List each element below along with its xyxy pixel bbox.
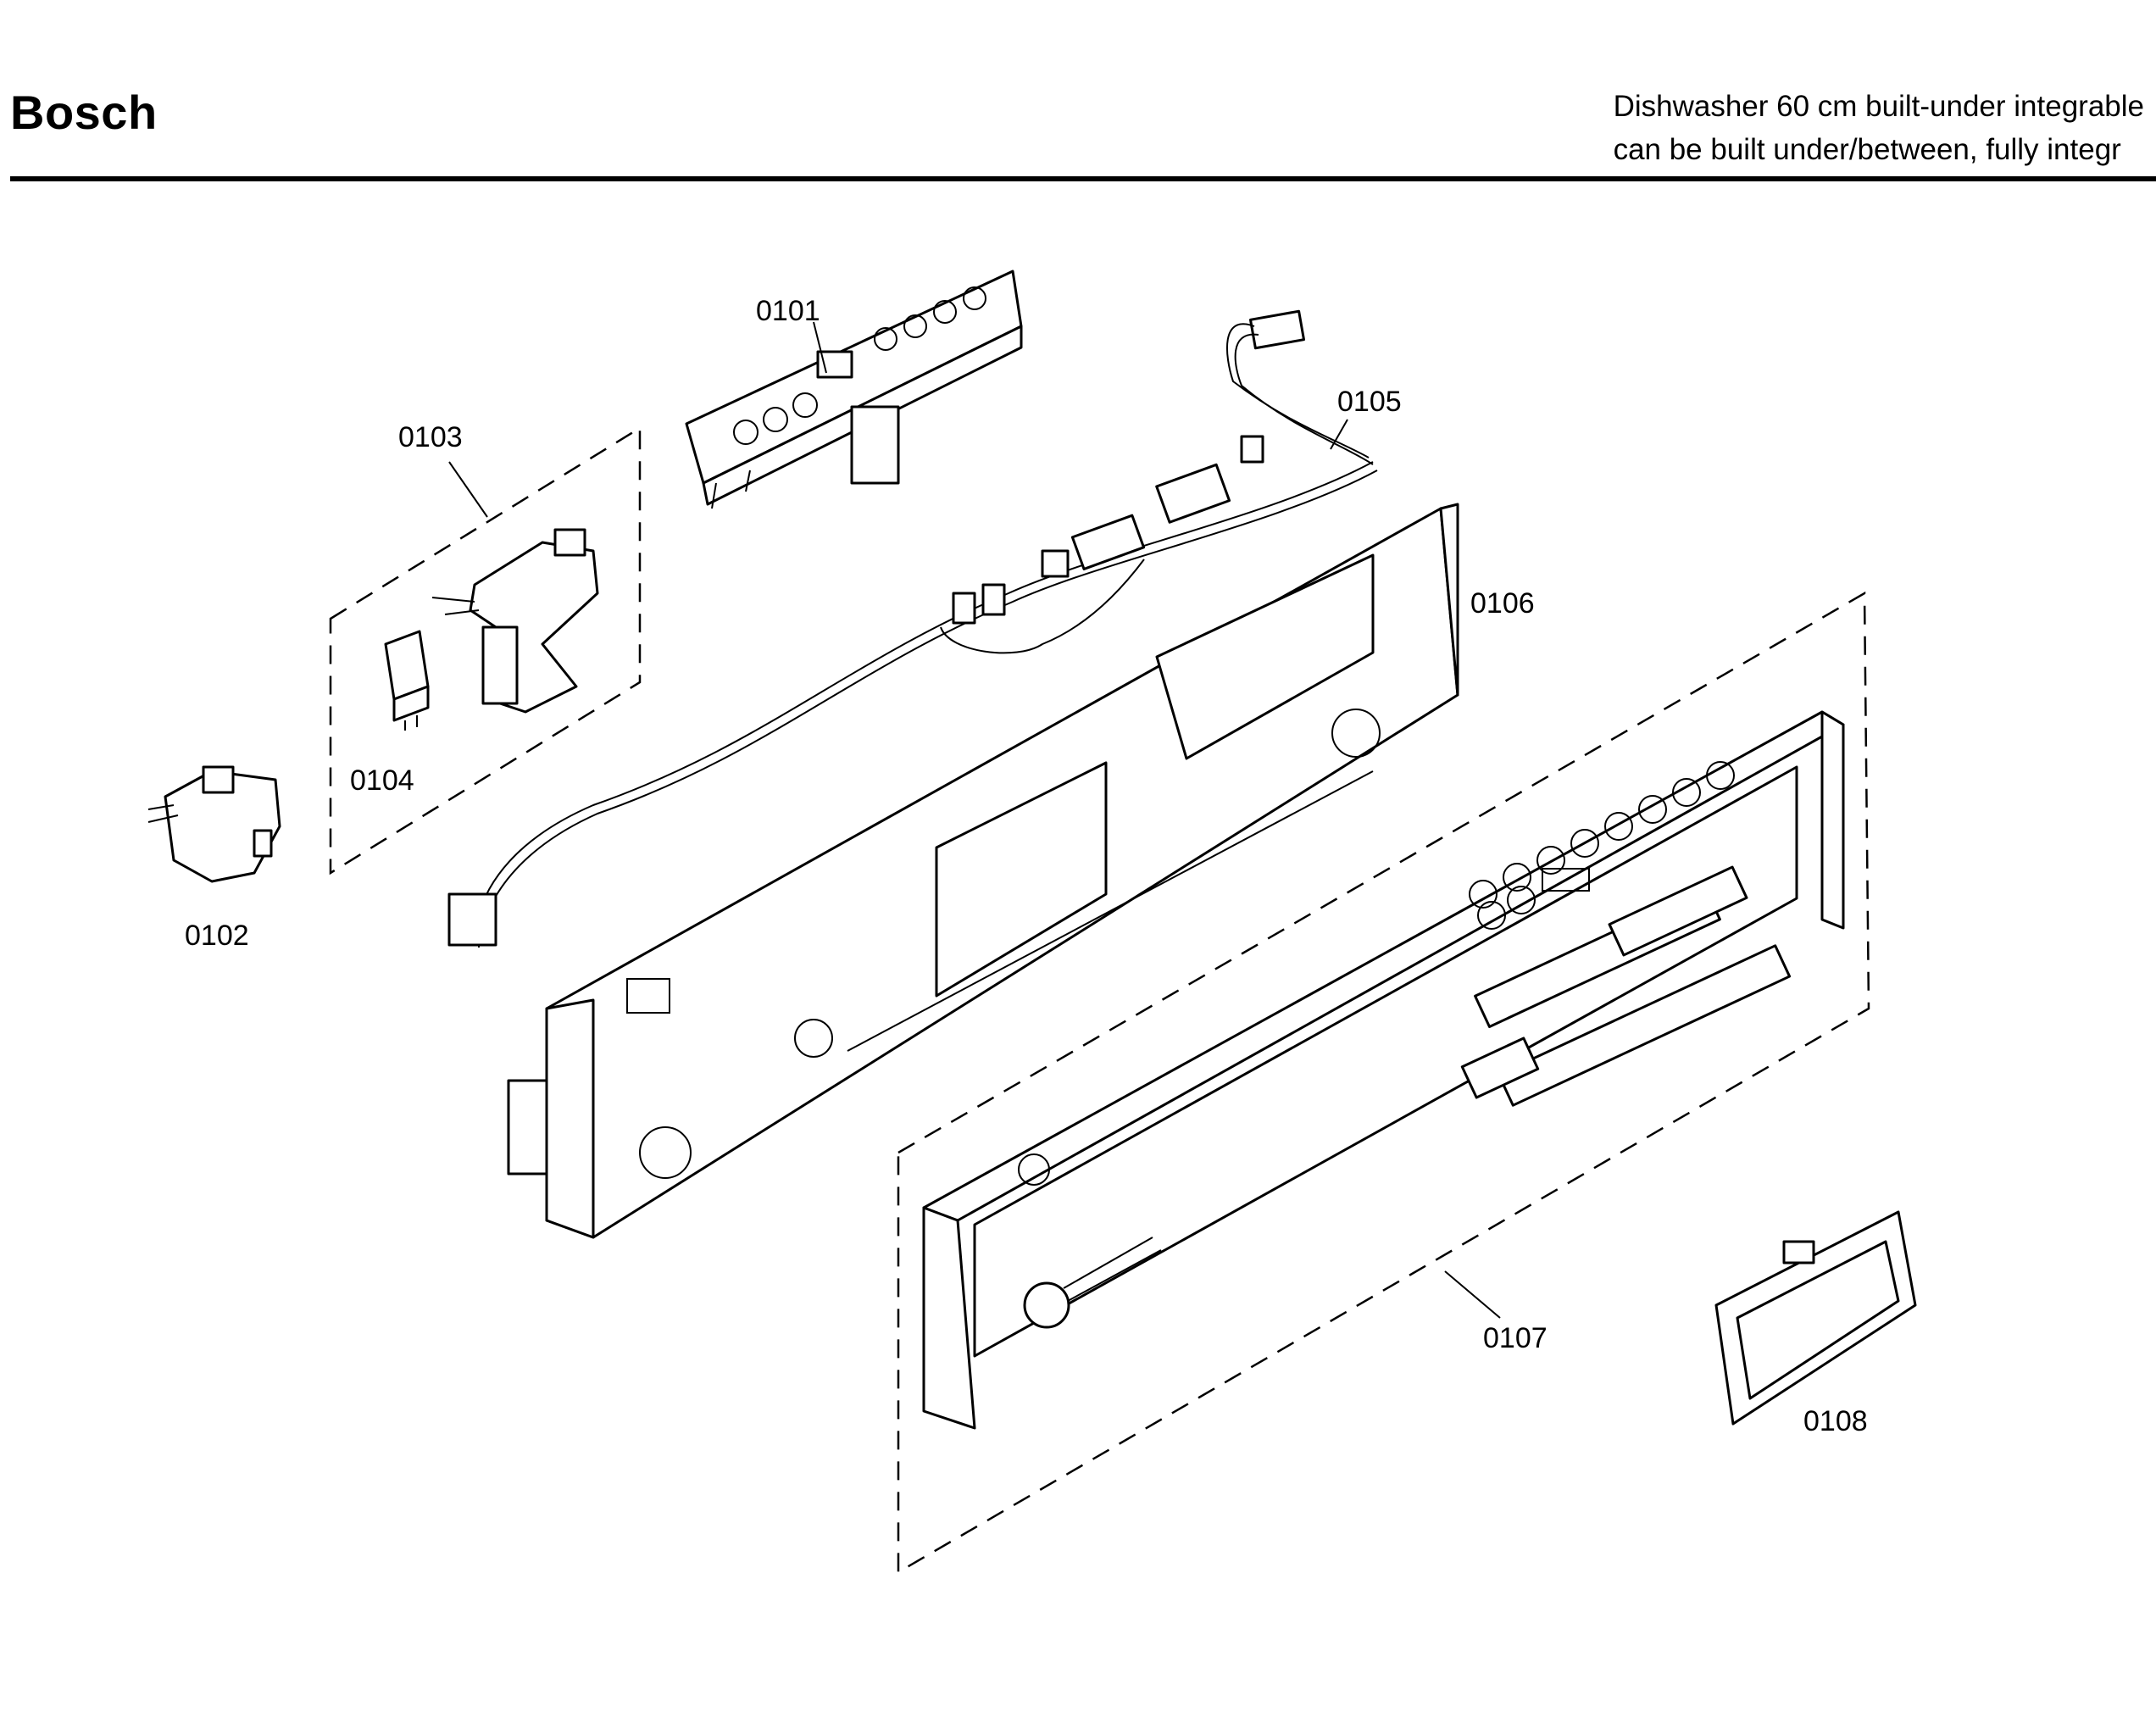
- part-0106-control-panel-frame[interactable]: [507, 503, 1459, 1239]
- callout-0106: 0106: [1470, 587, 1535, 620]
- callout-0105: 0105: [1337, 386, 1402, 418]
- group-0107-fascia: [897, 591, 1870, 1575]
- header-divider: [10, 176, 2156, 181]
- callout-0101: 0101: [756, 295, 820, 327]
- callout-0107: 0107: [1483, 1322, 1548, 1354]
- part-0105-cable-harness[interactable]: [447, 309, 1378, 948]
- callout-0104: 0104: [350, 764, 414, 797]
- leader-line-0101: [813, 321, 827, 374]
- group-0103-door-lock: [329, 425, 642, 875]
- part-0103-door-lock[interactable]: [431, 528, 599, 714]
- model-description: Dishwasher 60 cm built-under integrable …: [1614, 85, 2144, 171]
- callout-0102: 0102: [185, 920, 249, 952]
- brand-name: Bosch: [10, 86, 158, 139]
- leader-line-0105: [1330, 419, 1348, 450]
- part-0102-main-switch[interactable]: [147, 765, 281, 883]
- part-0101-control-module[interactable]: [685, 270, 1023, 509]
- model-description-line-2: can be built under/between, fully integr: [1613, 133, 2121, 166]
- part-0104-suppressor[interactable]: [384, 630, 430, 731]
- model-description-line-1: Dishwasher 60 cm built-under integrable: [1613, 90, 2144, 123]
- part-0107-fascia-panel[interactable]: [922, 710, 1845, 1430]
- leader-line-0103: [448, 461, 488, 518]
- callout-0103: 0103: [398, 421, 463, 453]
- part-0108-door-handle[interactable]: [1714, 1210, 1917, 1426]
- leader-line-0107: [1444, 1270, 1501, 1319]
- callout-0108: 0108: [1803, 1405, 1868, 1437]
